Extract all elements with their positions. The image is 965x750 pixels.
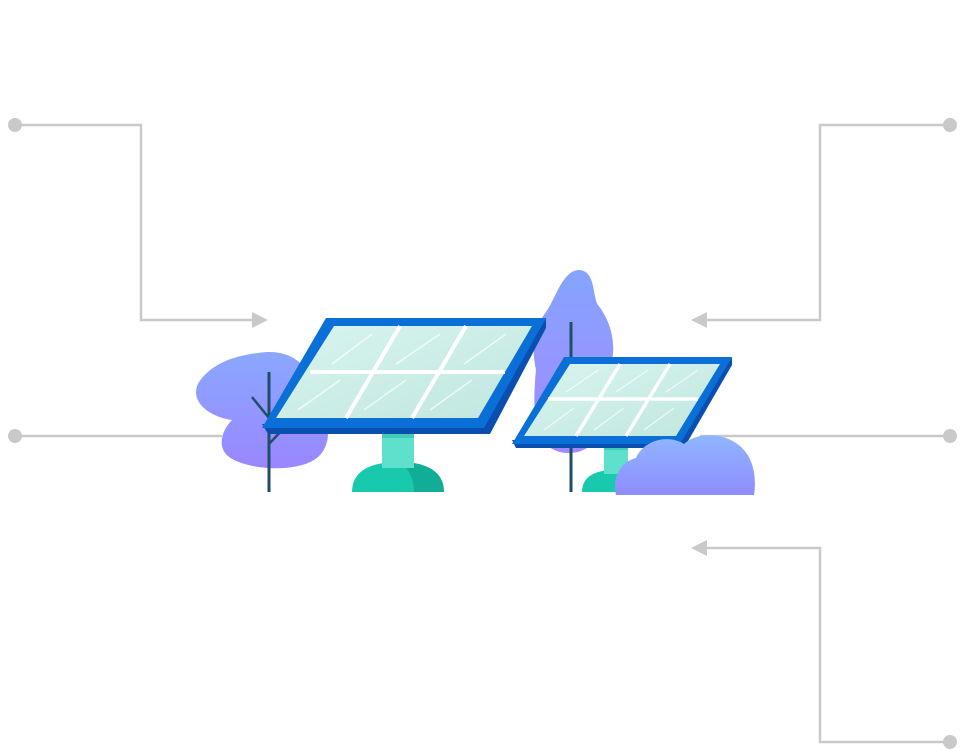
- arrowhead-icon: [691, 312, 707, 328]
- connector-bottom-right: [691, 540, 957, 749]
- solar-panel-icon: [262, 318, 546, 434]
- connector-middle-left: [8, 429, 222, 443]
- connector-top-right: [691, 118, 957, 328]
- connector-line: [705, 546, 950, 744]
- connector-middle-right: [700, 429, 957, 443]
- connector-line: [15, 123, 255, 322]
- connector-top-left: [8, 118, 268, 328]
- solar-panel-icon: [512, 357, 732, 448]
- connector-line: [705, 123, 950, 322]
- connector-lines: [8, 118, 957, 749]
- arrowhead-icon: [252, 312, 268, 328]
- bush-icon: [614, 435, 755, 495]
- arrowhead-icon: [691, 540, 707, 556]
- large-panel-stand: [352, 428, 444, 492]
